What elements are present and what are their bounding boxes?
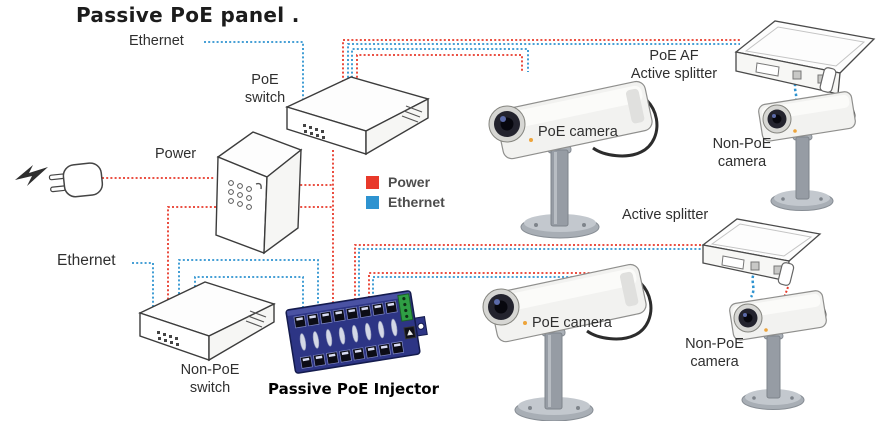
switch-ports [157,331,179,346]
legend-power-label: Power [388,174,431,190]
label-passive-poe-injector: Passive PoE Injector [268,380,439,398]
label-poe-af-splitter: PoE AF Active splitter [630,48,718,83]
wire-power-top-to-poe-camera [356,54,523,82]
poe-af-splitter-device [734,20,876,113]
wire-eth-top-to-af-splitter [347,43,740,82]
label-non-poe-camera-top: Non-PoE camera [712,136,772,171]
diagram-title: Passive PoE panel . [76,3,300,27]
splitter-eth-cable [749,270,757,298]
power-plug-icon [15,162,104,198]
poe-switch-device [285,76,430,156]
ethernet-color-swatch [366,195,379,209]
injector-labels-row [299,318,398,351]
legend-ethernet-label: Ethernet [388,194,445,210]
poe-camera-bottom-device [481,261,653,421]
wire-eth-switch-to-injector-2 [194,276,304,307]
switch-vents [245,310,267,328]
ethernet-wires [132,41,740,307]
wire-eth-injector-to-poe-camera [372,276,592,298]
legend-ethernet-row: Ethernet [366,192,445,212]
wire-power-injector-to-splitter [354,244,706,300]
active-splitter-device [701,218,822,304]
injector-ports-row2 [299,341,405,369]
label-power: Power [155,146,197,162]
wire-eth-top-to-poe-camera [351,48,529,82]
power-supply-device [215,131,303,255]
legend-power-row: Power [366,172,445,192]
power-adapter [777,262,795,286]
wire-eth-switch-to-injector-1 [178,259,319,305]
passive-poe-injector-device [285,290,428,374]
wire-eth-bottom-in [132,262,154,307]
power-adapter [819,67,837,93]
label-active-splitter: Active splitter [622,207,709,223]
label-non-poe-switch: Non-PoE switch [180,362,240,397]
injector-ports-row1 [293,300,398,329]
label-ethernet-top: Ethernet [129,33,184,49]
label-poe-switch: PoE switch [244,72,286,107]
label-poe-camera-top: PoE camera [538,124,618,140]
switch-ports [303,124,325,139]
wire-power-top-to-af-splitter [342,39,740,82]
wire-power-injector-to-poe-camera [368,272,592,298]
label-non-poe-camera-bottom: Non-PoE camera [685,336,744,371]
wire-powerbox-to-nonpoe-switch [167,206,216,300]
legend: Power Ethernet [366,172,445,212]
non-poe-switch-device [138,281,276,362]
wire-eth-injector-to-splitter [358,248,706,300]
switch-vents [401,105,423,123]
label-ethernet-bottom: Ethernet [57,252,116,269]
label-poe-camera-bottom: PoE camera [532,315,612,331]
power-color-swatch [366,175,379,189]
keypad [228,180,252,210]
power-wires [102,39,740,303]
terminal-block [397,293,414,322]
